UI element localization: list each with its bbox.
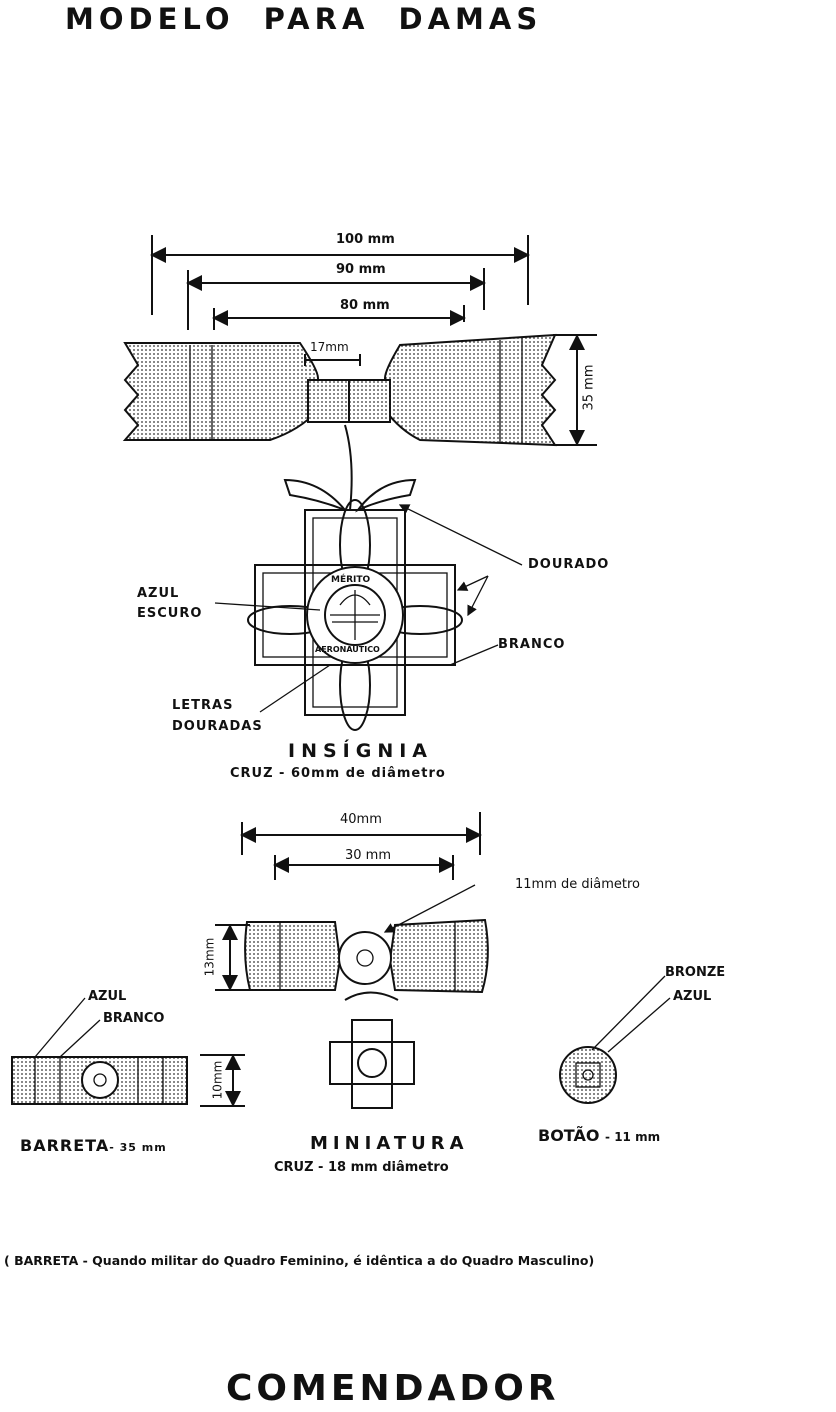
barreta-caption-text: BARRETA: [20, 1136, 110, 1155]
dimension-13mm: [215, 924, 250, 991]
label-branco: BRANCO: [498, 637, 566, 652]
miniature-ribbon-bow: [244, 884, 489, 994]
insignia-caption: INSÍGNIA: [288, 740, 433, 762]
miniature-cross: [329, 991, 415, 1109]
barreta-label-branco: BRANCO: [103, 1011, 165, 1026]
medal-text-bottom: AERONÁUTICO: [315, 645, 380, 654]
botao-caption: BOTÃO - 11 mm: [538, 1126, 660, 1145]
barreta-caption: BARRETA- 35 mm: [20, 1136, 167, 1155]
dimension-40mm: [240, 812, 482, 855]
dimension-80mm: [212, 305, 466, 330]
medal-text-top: MÉRITO: [331, 575, 371, 585]
dimension-10mm: [200, 1054, 245, 1107]
footnote: ( BARRETA - Quando militar do Quadro Fem…: [4, 1253, 595, 1268]
miniatura-subcaption: CRUZ - 18 mm diâmetro: [274, 1160, 449, 1175]
barreta-caption-size: - 35 mm: [109, 1141, 167, 1154]
insignia-subcaption: CRUZ - 60mm de diâmetro: [230, 766, 446, 781]
label-30mm: 30 mm: [345, 848, 392, 863]
botao-drawing: [559, 975, 671, 1104]
miniatura-caption: MINIATURA: [310, 1133, 469, 1154]
dimension-100mm: [150, 235, 530, 315]
dimension-90mm: [186, 268, 486, 330]
label-100mm: 100 mm: [336, 232, 395, 247]
label-40mm: 40mm: [340, 812, 382, 827]
label-11mm-diametro: 11mm de diâmetro: [515, 877, 640, 892]
botao-label-bronze: BRONZE: [665, 965, 726, 980]
label-letras-1: LETRAS: [172, 698, 234, 713]
insignia-leader-lines: [214, 504, 523, 713]
barreta-drawing: [11, 997, 188, 1105]
label-80mm: 80 mm: [340, 298, 390, 313]
dimension-30mm: [273, 855, 455, 880]
botao-caption-text: BOTÃO: [538, 1126, 600, 1145]
label-13mm: 13mm: [202, 937, 217, 977]
label-azul-escuro-2: ESCURO: [137, 606, 203, 621]
label-azul-escuro-1: AZUL: [137, 586, 180, 601]
insignia-ribbon-bow: [122, 333, 557, 447]
label-dourado: DOURADO: [528, 557, 610, 572]
page-title: MODELO PARA DAMAS: [65, 2, 543, 36]
label-10mm: 10mm: [210, 1060, 225, 1100]
botao-label-azul: AZUL: [673, 989, 712, 1004]
barreta-label-azul: AZUL: [88, 989, 127, 1004]
label-17mm: 17mm: [310, 340, 349, 354]
label-letras-2: DOURADAS: [172, 719, 263, 734]
dimension-35mm: [553, 334, 597, 446]
botao-caption-size: - 11 mm: [605, 1130, 661, 1144]
label-35mm: 35 mm: [581, 364, 597, 411]
label-90mm: 90 mm: [336, 262, 386, 277]
insignia-cross: [247, 424, 463, 731]
footer-title: COMENDADOR: [226, 1368, 560, 1409]
